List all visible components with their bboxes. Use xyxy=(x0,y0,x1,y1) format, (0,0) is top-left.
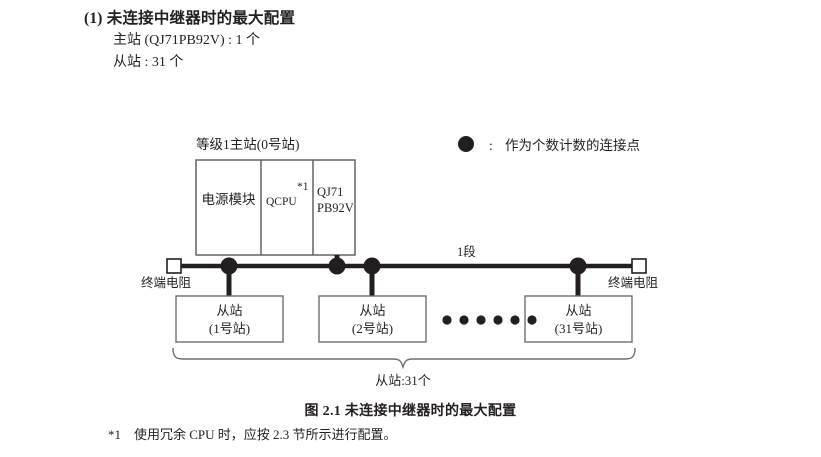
module-footnote-marker-qcpu: *1 xyxy=(297,181,309,193)
slave-label-2-line1: 从站 xyxy=(359,303,385,318)
slave-box-outline-2 xyxy=(318,295,427,343)
ellipsis-dot xyxy=(442,315,452,325)
slave-label-2-line2: (2号站) xyxy=(352,321,393,336)
legend-separator: : xyxy=(489,138,493,153)
slave-count-brace xyxy=(172,347,636,370)
footnote: *1 使用冗余 CPU 时，应按 2.3 节所示进行配置。 xyxy=(108,424,397,443)
segment-label: 1段 xyxy=(457,244,476,259)
module-label-power-supply: 电源模块 xyxy=(202,192,256,207)
slave-label-31-line2: (31号站) xyxy=(555,321,603,336)
slave-label-1-line2: (1号站) xyxy=(209,321,250,336)
ellipsis-dot xyxy=(493,315,503,325)
ellipsis-dot xyxy=(476,315,486,325)
heading-block: (1) 未连接中继器时的最大配置 主站 (QJ71PB92V) : 1 个 从站… xyxy=(84,8,584,73)
slave-station-1: 从站 (1号站) xyxy=(175,295,284,343)
module-label-qj71-line1: QJ71 xyxy=(317,185,343,199)
terminating-resistor-left xyxy=(166,258,182,274)
brace-label: 从站:31个 xyxy=(375,373,431,388)
footnote-marker: *1 xyxy=(108,427,121,442)
master-station-title: 等级1主站(0号站) xyxy=(196,136,300,152)
slave-box-outline-1 xyxy=(175,295,284,343)
slave-box-outline-31 xyxy=(524,295,633,343)
ellipsis-dot xyxy=(459,315,469,325)
module-label-qj71-line2: PB92V xyxy=(317,201,354,215)
legend: : 作为个数计数的连接点 xyxy=(458,136,640,153)
bus-node-master xyxy=(328,257,346,275)
slave-label-31-line1: 从站 xyxy=(565,303,591,318)
module-label-qcpu: QCPU xyxy=(266,196,297,208)
figure-caption: 图 2.1 未连接中继器时的最大配置 xyxy=(304,404,517,419)
terminating-resistor-right xyxy=(631,258,647,274)
slave-station-2: 从站 (2号站) xyxy=(318,295,427,343)
page-title: (1) 未连接中继器时的最大配置 xyxy=(84,10,296,27)
terminating-resistor-left-label: 终端电阻 xyxy=(141,275,192,290)
master-rack-outline xyxy=(195,159,356,256)
terminating-resistor-right-label: 终端电阻 xyxy=(608,275,659,290)
master-station-rack: 电源模块 QCPU *1 QJ71 PB92V xyxy=(195,159,356,256)
spec-line-master: 主站 (QJ71PB92V) : 1 个 xyxy=(113,33,261,48)
slave-station-31: 从站 (31号站) xyxy=(524,295,633,343)
spec-line-slave: 从站 : 31 个 xyxy=(113,54,184,70)
footnote-text: 使用冗余 CPU 时，应按 2.3 节所示进行配置。 xyxy=(134,427,397,442)
ellipsis-dot xyxy=(527,315,537,325)
filled-circle-icon xyxy=(458,136,474,152)
legend-text: 作为个数计数的连接点 xyxy=(505,137,640,153)
ellipsis-dot xyxy=(510,315,520,325)
ellipsis-dots xyxy=(442,315,537,325)
slave-label-1-line1: 从站 xyxy=(216,303,242,318)
